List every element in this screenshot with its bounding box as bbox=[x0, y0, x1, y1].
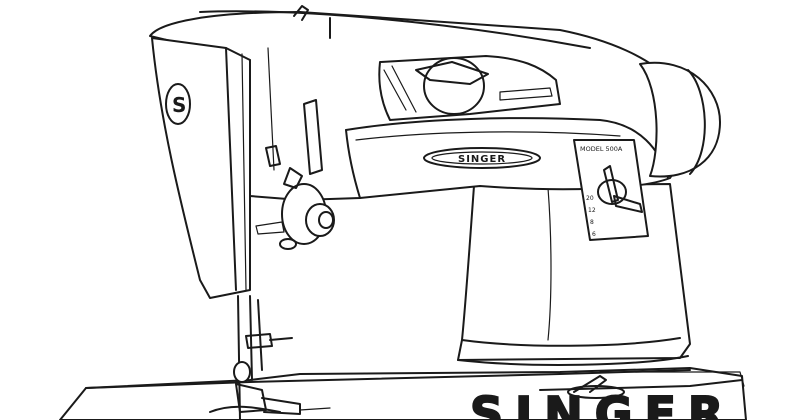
stitch-number-1: 20 bbox=[586, 195, 594, 202]
base-lettering: SINGER bbox=[469, 386, 735, 420]
logo-letter: S bbox=[172, 93, 186, 117]
model-label: MODEL 500A bbox=[580, 145, 623, 153]
thread-guide bbox=[293, 5, 309, 21]
machine-pillar bbox=[457, 183, 691, 366]
top-dial bbox=[378, 55, 561, 121]
bed-lever bbox=[567, 375, 625, 399]
machine-head: S bbox=[151, 37, 251, 299]
throat-plate bbox=[209, 405, 331, 413]
handwheel bbox=[639, 61, 721, 178]
model-plate: MODEL 500A 20 12 8 6 bbox=[573, 139, 649, 241]
nameplate: SINGER bbox=[423, 147, 541, 169]
needle-assembly bbox=[233, 295, 301, 420]
nameplate-text: SINGER bbox=[458, 154, 506, 165]
svg-text:SINGER: SINGER bbox=[470, 387, 735, 420]
stitch-number-3: 8 bbox=[590, 219, 594, 226]
stitch-number-2: 12 bbox=[588, 207, 596, 214]
take-up-lever bbox=[265, 47, 323, 189]
stitch-number-4: 6 bbox=[592, 231, 596, 238]
tension-assembly bbox=[255, 183, 335, 250]
